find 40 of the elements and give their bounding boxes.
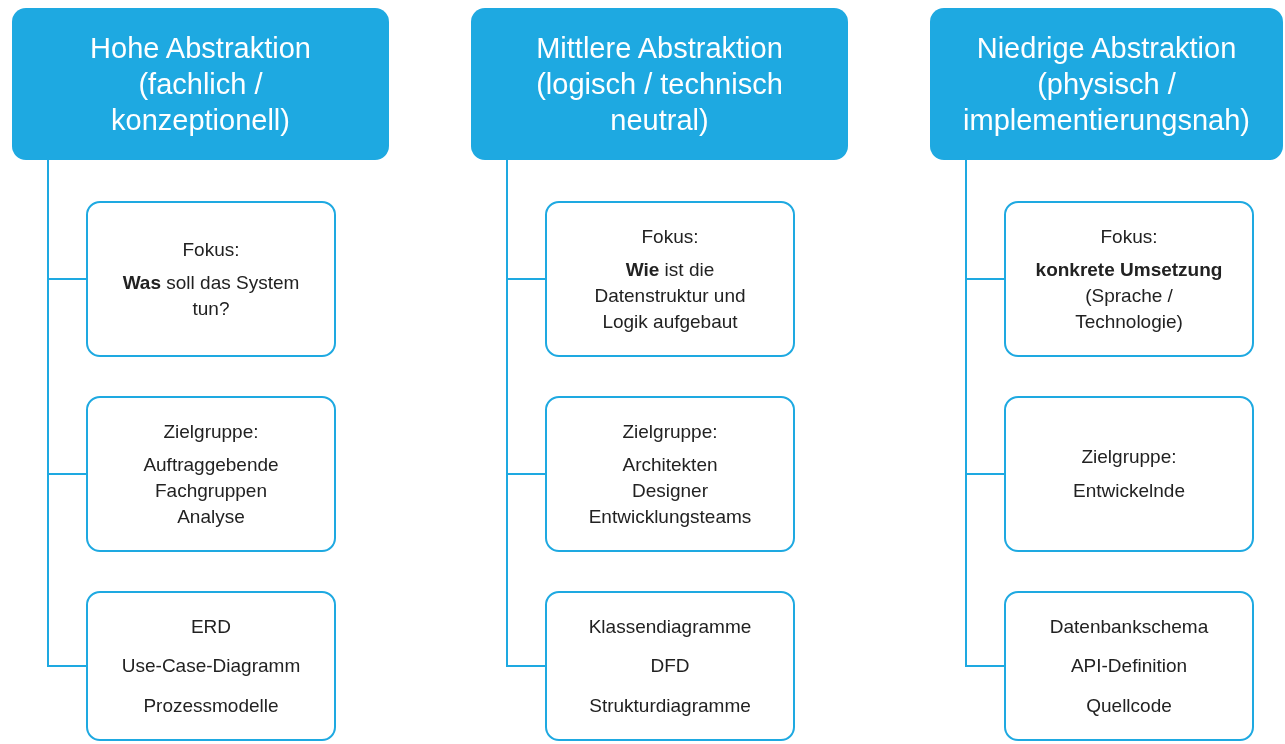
item-text: API-Definition xyxy=(1070,654,1188,679)
item-text: ERD xyxy=(190,614,232,639)
item-text: Auftraggebende xyxy=(143,453,279,478)
field-label: Fokus: xyxy=(182,237,240,262)
item-text: Strukturdiagramme xyxy=(589,693,751,718)
content-box xyxy=(545,201,795,357)
content-box xyxy=(545,591,795,741)
item-text: Datenbankschema xyxy=(1049,614,1209,639)
item-text: DFD xyxy=(650,654,690,679)
content-box xyxy=(86,396,336,552)
header-box xyxy=(930,8,1283,160)
content-box xyxy=(86,201,336,357)
content-box xyxy=(1004,201,1254,357)
content-box xyxy=(1004,396,1254,552)
field-label: Zielgruppe: xyxy=(163,419,259,444)
header-box xyxy=(12,8,389,160)
item-text: Analyse xyxy=(177,504,245,529)
item-text: Was soll das System tun? xyxy=(121,271,301,321)
item-text: Fachgruppen xyxy=(155,479,267,503)
item-text: Wie ist die Datenstruktur und Logik aufgebaut xyxy=(593,258,747,334)
header-box xyxy=(471,8,848,160)
item-text: Prozessmodelle xyxy=(143,693,279,718)
item-text: Use-Case-Diagramm xyxy=(121,654,301,679)
item-text: konkrete Umsetzung (Sprache / Technologie) xyxy=(1034,258,1224,334)
item-text: Architekten xyxy=(622,453,718,478)
header-title: Mittlere Abstraktion (logisch / technisch neutral) xyxy=(535,30,784,139)
field-label: Fokus: xyxy=(1100,224,1158,249)
content-box xyxy=(86,591,336,741)
item-text: Klassendiagramme xyxy=(588,614,752,639)
item-text: Entwickelnde xyxy=(1073,479,1185,503)
header-title: Hohe Abstraktion (fachlich / konzeptionell) xyxy=(89,30,312,139)
header-title: Niedrige Abstraktion (physisch / implementierungsnah) xyxy=(963,30,1250,139)
content-box xyxy=(1004,591,1254,741)
item-text: Quellcode xyxy=(1086,693,1172,718)
field-label: Zielgruppe: xyxy=(1081,445,1177,470)
item-text: Entwicklungsteams xyxy=(588,504,752,529)
field-label: Fokus: xyxy=(641,224,699,249)
content-box xyxy=(545,396,795,552)
item-text: Designer xyxy=(631,479,708,503)
field-label: Zielgruppe: xyxy=(622,419,718,444)
